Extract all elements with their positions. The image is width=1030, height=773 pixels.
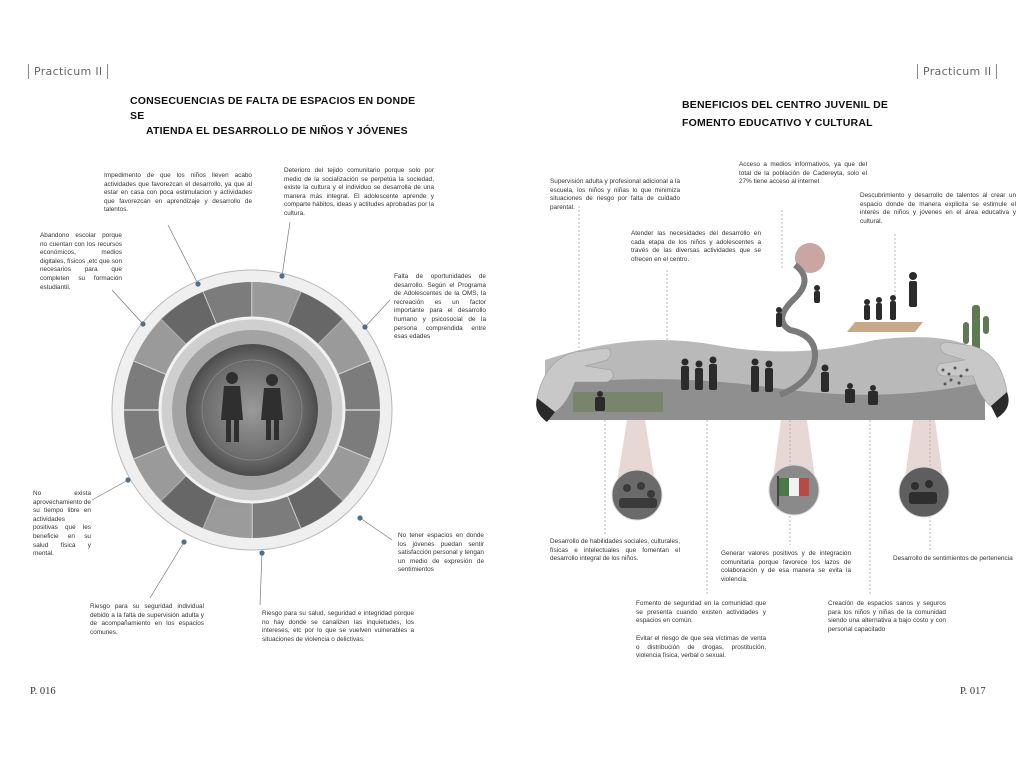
node-dots	[125, 273, 368, 556]
spiral-staircase	[778, 262, 819, 398]
title-line-2: ATIENDA EL DESARROLLO DE NIÑOS Y JÓVENES	[146, 125, 408, 137]
benefit-top-1: Supervisión adulta y profesional adicion…	[550, 178, 680, 211]
benefit-bottom-4: Fomento de seguridad en la comunidad que…	[636, 600, 766, 625]
consequence-text-7: Riesgo para su seguridad individual debi…	[90, 603, 204, 636]
right-page: Practicum II BENEFICIOS DEL CENTRO JUVEN…	[515, 0, 1030, 773]
page-number: P. 017	[960, 686, 986, 697]
core-inner-circle	[201, 359, 303, 461]
benefit-bottom-5: Evitar el riesgo de que sea víctimas de …	[636, 635, 766, 660]
title-line-2: FOMENTO EDUCATIVO Y CULTURAL	[682, 117, 873, 129]
students-silhouettes	[619, 482, 657, 508]
consequence-text-4: Falta de oportunidades de desarrollo. Se…	[394, 273, 486, 341]
left-page: Practicum II CONSECUENCIAS DE FALTA DE E…	[28, 64, 486, 697]
consequence-text-1: Impedimento de que los niños lleven acab…	[104, 172, 252, 214]
benefit-bottom-6: Creación de espacios sanos y seguros par…	[828, 600, 946, 633]
children-silhouettes	[221, 372, 283, 442]
benefit-bottom-2: Generar valores positivos y de integraci…	[721, 550, 851, 583]
consequence-text-8: Riesgo para su salud, seguridad e integr…	[262, 610, 414, 643]
core-photo	[186, 344, 318, 476]
page-title: BENEFICIOS DEL CENTRO JUVENIL DE FOMENTO…	[682, 96, 942, 132]
right-sleeve	[991, 392, 1009, 418]
spotlight-cones	[617, 420, 943, 482]
benefit-bottom-1: Desarrollo de habilidades sociales, cult…	[550, 538, 680, 563]
connector-lines	[91, 221, 393, 606]
title-line-1: BENEFICIOS DEL CENTRO JUVENIL DE	[682, 99, 889, 111]
crowd-dots	[941, 366, 969, 386]
consequences-diagram	[91, 221, 393, 606]
page-number: P. 016	[30, 686, 56, 697]
benefit-bottom-3: Desarrollo de sentimientos de pertenenci…	[893, 555, 1013, 562]
title-line-1: CONSECUENCIAS DE FALTA DE ESPACIOS EN DO…	[130, 95, 416, 122]
flag-icon	[777, 476, 809, 506]
consequence-text-5: No exista aprovechamiento de su tiempo l…	[33, 490, 91, 558]
benefit-top-3: Descubrimiento y desarrollo de talentos …	[860, 192, 1016, 225]
consequence-text-2: Deterioro del tejido comunitario porque …	[284, 167, 434, 217]
consequence-text-3: Abandono escolar porque no cuentan con l…	[40, 232, 122, 291]
people-silhouettes	[595, 272, 917, 411]
sun-shape	[795, 243, 825, 273]
benefits-collage	[536, 206, 1009, 595]
left-sleeve	[536, 398, 555, 422]
community-silhouettes	[909, 480, 937, 504]
practicum-header: Practicum II	[28, 64, 109, 79]
page-title: CONSECUENCIAS DE FALTA DE ESPACIOS EN DO…	[130, 94, 430, 139]
benefit-top-2: Acceso a medios informativos, ya que del…	[739, 161, 867, 186]
consequence-text-6: No tener espacios en donde los jóvenes p…	[398, 532, 484, 574]
wooden-platform	[847, 322, 923, 332]
grass-patch	[573, 392, 663, 412]
benefit-top-4: Atender las necesidades del desarrollo e…	[631, 230, 761, 263]
practicum-header: Practicum II	[917, 64, 998, 79]
